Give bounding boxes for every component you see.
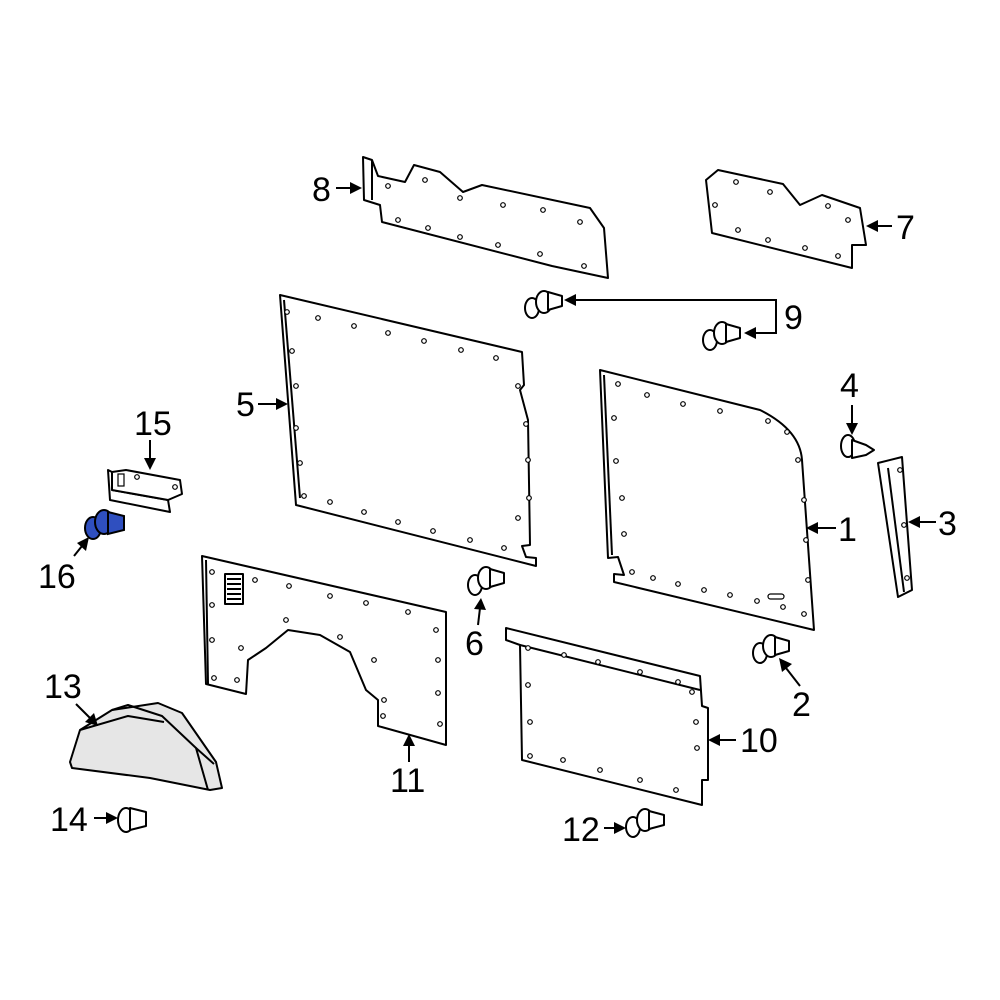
part-13-wheelhouse-cover[interactable]: [69, 702, 223, 791]
part-2-push-pin[interactable]: [752, 634, 790, 664]
leader-lines: [73, 182, 936, 834]
callout-1: 1: [838, 511, 857, 549]
part-12-push-pin[interactable]: [625, 808, 665, 838]
part-5-large-side-panel[interactable]: [279, 294, 537, 567]
part-9-push-pin-upper[interactable]: [524, 290, 563, 319]
callout-16: 16: [38, 558, 76, 596]
callout-15: 15: [134, 405, 172, 443]
callout-14: 14: [50, 801, 88, 839]
part-14-push-pin[interactable]: [117, 807, 147, 833]
callout-12: 12: [562, 811, 600, 849]
part-15-bracket[interactable]: [107, 469, 183, 513]
part-9-push-pin-lower[interactable]: [702, 321, 741, 351]
callout-7: 7: [896, 209, 915, 247]
callout-10: 10: [740, 722, 778, 760]
callout-11: 11: [390, 762, 425, 800]
callout-2: 2: [792, 686, 811, 724]
part-10-lower-panel[interactable]: [505, 627, 709, 806]
part-1-door-panel[interactable]: [599, 369, 815, 631]
part-4-screw[interactable]: [840, 434, 875, 459]
callout-3: 3: [938, 505, 957, 543]
part-11-lower-wheelhouse-panel[interactable]: [201, 555, 447, 746]
callout-6: 6: [465, 625, 484, 663]
callout-4: 4: [840, 367, 859, 405]
part-8-upper-left-trim-panel[interactable]: [362, 156, 609, 279]
callout-13: 13: [44, 668, 82, 706]
callout-8: 8: [312, 171, 331, 209]
vent-grille: [224, 573, 244, 605]
part-6-push-pin[interactable]: [467, 566, 505, 596]
part-16-fastener-highlighted[interactable]: [84, 509, 125, 540]
part-7-upper-right-trim-panel[interactable]: [705, 169, 867, 269]
callout-9: 9: [784, 299, 803, 337]
part-3-trim-strip[interactable]: [877, 456, 913, 598]
callout-5: 5: [236, 386, 255, 424]
callout-labels: 1 2 3 4 5 6 7 8 9 10 11 12 13 14 15 16: [38, 171, 957, 849]
